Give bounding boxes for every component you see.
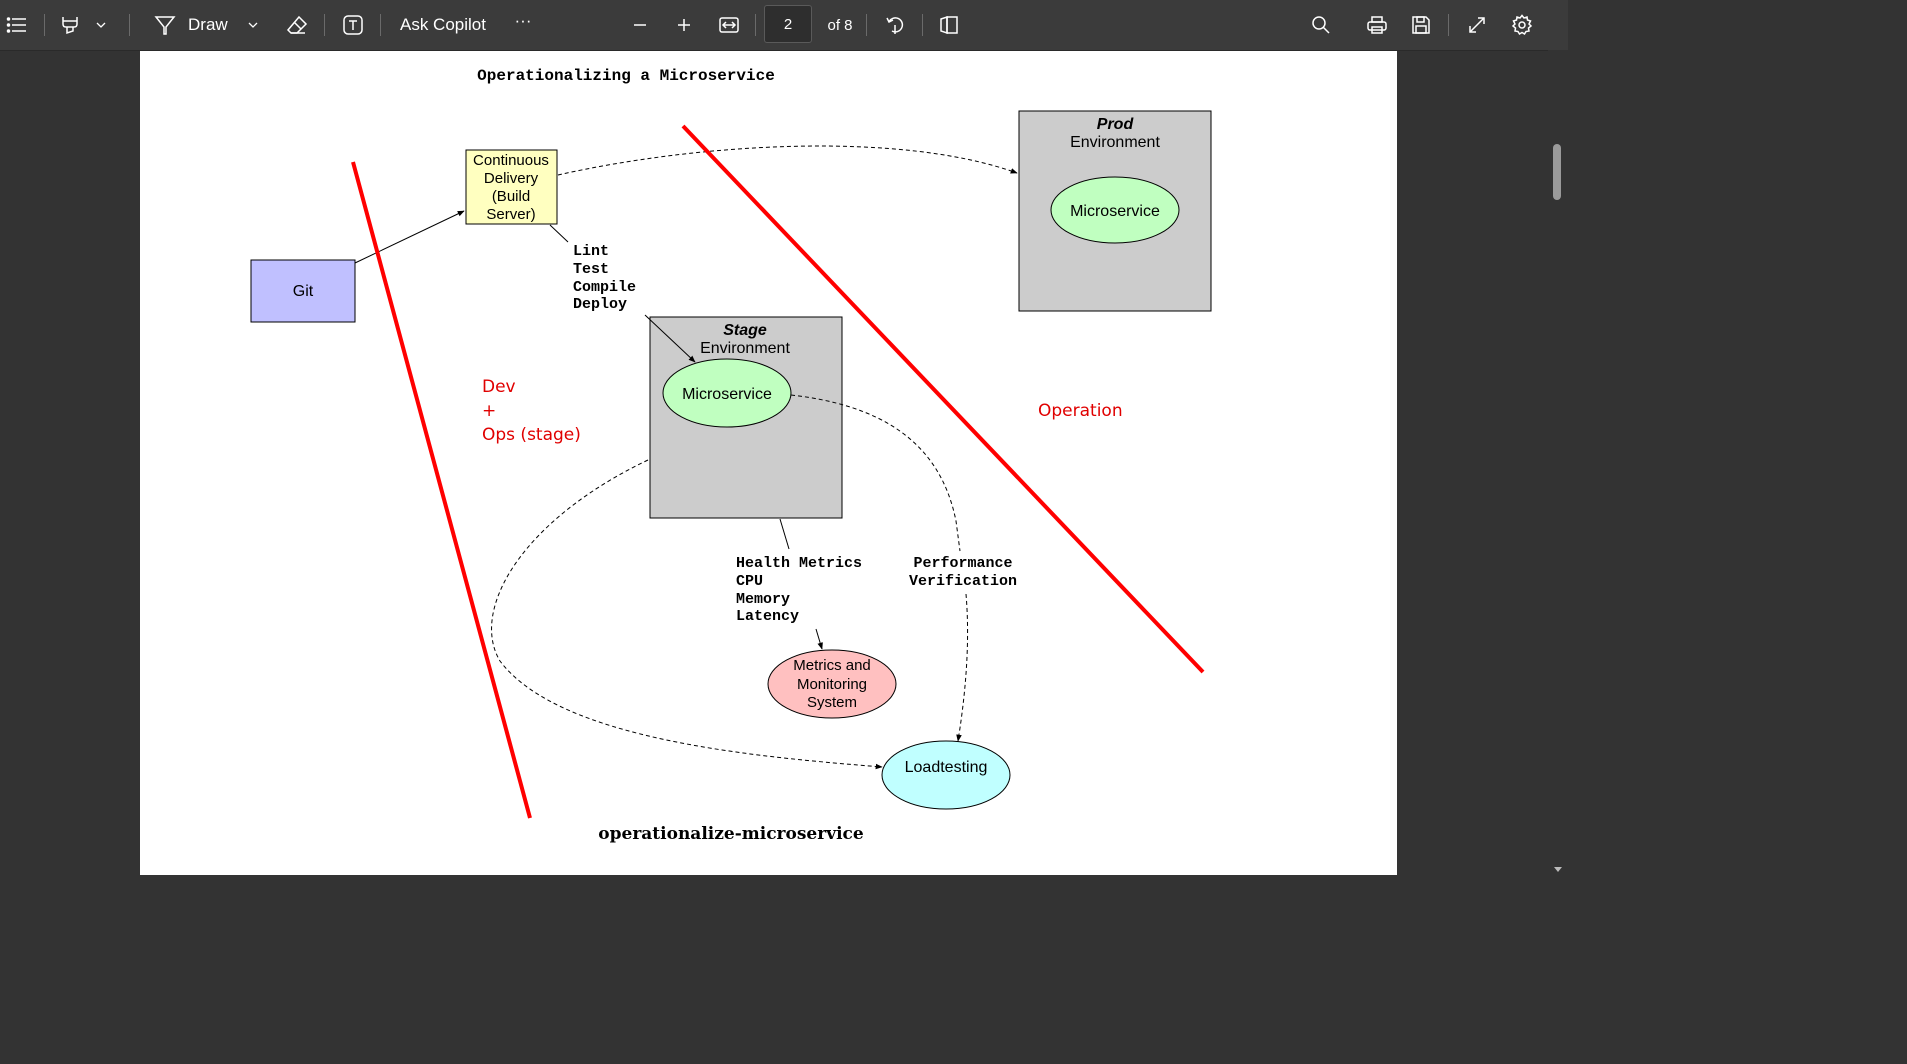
fit-width-icon[interactable]	[716, 0, 742, 50]
cd-label-line3: (Build	[492, 188, 530, 205]
fullscreen-icon[interactable]	[1464, 0, 1490, 50]
draw-options-chevron-down-icon[interactable]	[244, 0, 262, 50]
health-metric-latency: Latency	[736, 608, 799, 625]
pdf-toolbar: Draw Ask Copilot ··· 2 of 8	[0, 0, 1568, 51]
ask-copilot-button[interactable]: Ask Copilot	[400, 15, 486, 34]
git-to-cd-arrow	[354, 210, 465, 264]
contents-icon[interactable]	[4, 0, 30, 50]
cd-label-line2: Delivery	[484, 170, 539, 187]
verification-label: Verification	[909, 573, 1017, 590]
scroll-down-arrow-icon[interactable]	[1552, 863, 1564, 875]
pipeline-step-compile: Compile	[573, 279, 636, 296]
stage-title: Stage	[723, 322, 767, 339]
deploy-to-stage-arrow	[644, 314, 696, 363]
rotate-icon[interactable]	[882, 0, 908, 50]
diagram-title: Operationalizing a Microservice	[477, 67, 775, 85]
toolbar-divider	[755, 14, 756, 36]
cd-to-pipeline-connector	[549, 224, 569, 243]
health-metric-cpu: CPU	[736, 573, 763, 590]
loadtesting-label: Loadtesting	[905, 759, 988, 776]
zoom-in-icon[interactable]	[672, 0, 696, 50]
eraser-icon[interactable]	[284, 0, 310, 50]
toolbar-divider	[1448, 14, 1449, 36]
page-number-input[interactable]: 2	[764, 5, 812, 43]
settings-icon[interactable]	[1508, 0, 1536, 50]
red-divider-line-left	[351, 161, 532, 819]
metrics-monitoring-node	[767, 649, 897, 719]
microservice-diagram: Operationalizing a Microservice Git Cont…	[250, 67, 1212, 844]
git-node	[250, 259, 356, 323]
stage-microservice-label: Microservice	[682, 386, 772, 403]
prod-microservice-label: Microservice	[1070, 203, 1160, 220]
toolbar-divider	[129, 14, 130, 36]
page-total-label: of 8	[827, 16, 853, 34]
health-metric-memory: Memory	[736, 591, 790, 608]
toolbar-divider	[866, 14, 867, 36]
red-divider-line-right	[681, 124, 1205, 674]
prod-subtitle: Environment	[1070, 134, 1160, 151]
zoom-out-icon[interactable]	[628, 0, 652, 50]
scrollbar-thumb[interactable]	[1553, 144, 1561, 200]
cd-label-line1: Continuous	[473, 152, 549, 169]
cd-label-line4: Server)	[486, 206, 535, 223]
performance-to-loadtest-arrow	[956, 593, 969, 742]
continuous-delivery-node	[465, 149, 558, 225]
toolbar-divider	[324, 14, 325, 36]
toolbar-divider	[380, 14, 381, 36]
metrics-label-line1: Metrics and	[793, 657, 871, 674]
pipeline-step-deploy: Deploy	[573, 296, 627, 313]
annotation-plus: +	[482, 401, 496, 421]
prod-title: Prod	[1097, 116, 1135, 133]
annotation-ops-stage: Ops (stage)	[482, 425, 581, 445]
figure-caption: operationalize-microservice	[598, 824, 864, 844]
cd-to-prod-arrow	[557, 145, 1018, 176]
more-options-button[interactable]: ···	[514, 11, 532, 30]
toolbar-divider	[922, 14, 923, 36]
annotation-dev: Dev	[482, 377, 516, 397]
performance-label: Performance	[913, 555, 1012, 572]
health-to-metrics-arrow	[815, 628, 823, 650]
highlight-icon[interactable]	[58, 0, 82, 50]
stage-to-health-connector	[779, 518, 790, 550]
toolbar-divider	[44, 14, 45, 36]
draw-icon[interactable]	[150, 0, 180, 50]
stage-microservice-node	[662, 358, 792, 428]
pipeline-step-test: Test	[573, 261, 609, 278]
prod-microservice-node	[1050, 176, 1180, 244]
draw-button[interactable]: Draw	[188, 15, 228, 34]
annotation-operation: Operation	[1038, 401, 1123, 421]
metrics-label-line2: Monitoring	[797, 676, 867, 693]
health-metrics-label: Health Metrics	[736, 555, 862, 572]
pipeline-step-lint: Lint	[573, 243, 609, 260]
print-icon[interactable]	[1364, 0, 1390, 50]
pdf-page: Operationalizing a Microservice Git Cont…	[140, 51, 1397, 875]
save-icon[interactable]	[1408, 0, 1434, 50]
highlight-options-chevron-down-icon[interactable]	[92, 0, 110, 50]
stage-subtitle: Environment	[700, 340, 790, 357]
search-icon[interactable]	[1308, 0, 1334, 50]
metrics-label-line3: System	[807, 694, 857, 711]
vertical-scrollbar[interactable]	[1548, 50, 1568, 875]
stage-to-loadtest-arrow	[491, 459, 883, 770]
git-label: Git	[293, 283, 314, 300]
loadtesting-node	[881, 740, 1011, 810]
text-box-icon[interactable]	[340, 0, 366, 50]
page-view-icon[interactable]	[936, 0, 962, 50]
